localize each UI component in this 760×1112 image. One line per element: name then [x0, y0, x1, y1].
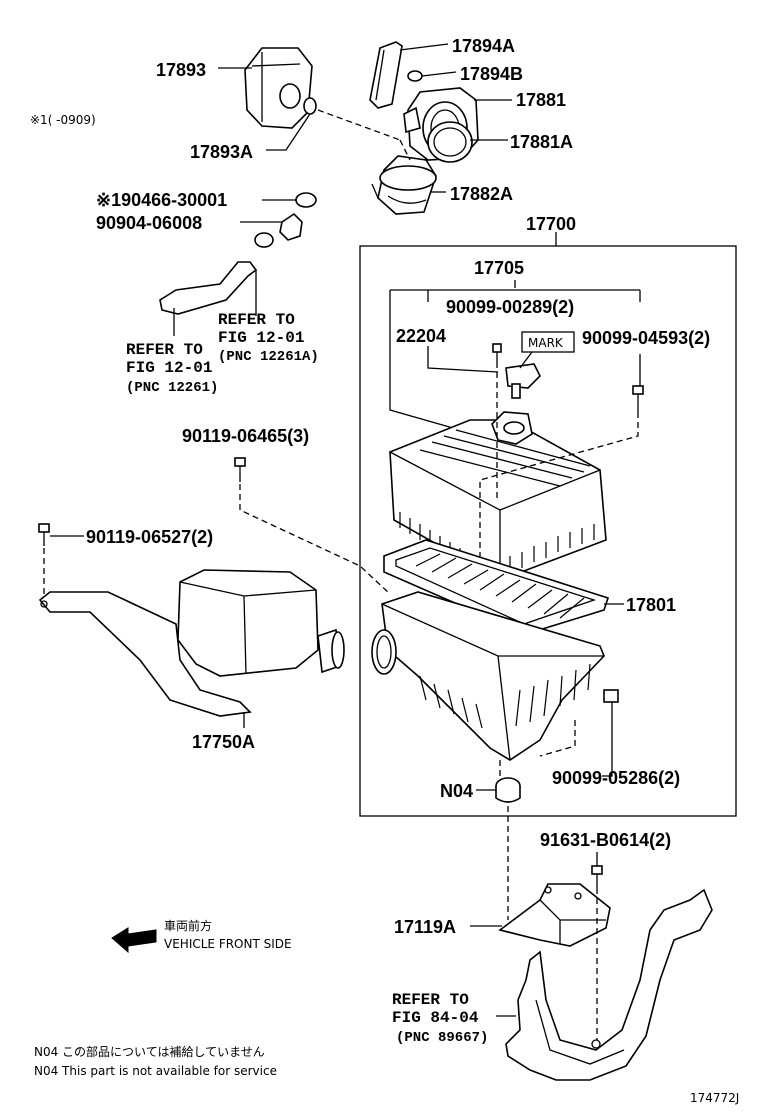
label-17881a: 17881A [510, 132, 573, 152]
ref2-line2: FIG 12-01 [218, 329, 304, 347]
ref3-line2: FIG 84-04 [392, 1009, 479, 1027]
vehicle-front-en: VEHICLE FRONT SIDE [164, 937, 292, 951]
assembly-frame-17700 [359, 245, 737, 817]
label-n04: N04 [440, 781, 473, 801]
air-filter-element-17801 [383, 539, 610, 635]
bolt-91631-b0614 [591, 865, 603, 888]
label-190466: ※190466-30001 [96, 190, 227, 210]
label-17801: 17801 [626, 595, 676, 615]
screw-90099-00289 [492, 343, 502, 362]
label-17705: 17705 [474, 258, 524, 278]
label-90099-04593: 90099-04593(2) [582, 328, 710, 348]
label-90904: 90904-06008 [96, 213, 202, 233]
bolt-90119-06527 [38, 523, 50, 546]
label-90099-00289: 90099-00289(2) [446, 297, 574, 317]
label-17882a: 17882A [450, 184, 513, 204]
label-90119-06465: 90119-06465(3) [182, 426, 309, 446]
ref1-line3: (PNC 12261) [126, 380, 218, 396]
figure-id: 174772J [690, 1091, 739, 1105]
ref2-line1: REFER TO [218, 311, 295, 329]
label-90099-05286: 90099-05286(2) [552, 768, 680, 788]
resonator-17893 [244, 47, 317, 129]
mark-box [521, 331, 575, 353]
screw-90099-04593 [632, 385, 644, 412]
ref3-line1: REFER TO [392, 991, 469, 1009]
ref2-line3: (PNC 12261A) [218, 349, 319, 365]
vehicle-front-arrow-icon [111, 927, 157, 954]
label-17893: 17893 [156, 60, 206, 80]
vehicle-front-jp: 車両前方 [164, 918, 212, 933]
label-91631: 91631-B0614(2) [540, 830, 671, 850]
ref1-line1: REFER TO [126, 341, 203, 359]
label-90119-06527: 90119-06527(2) [86, 527, 213, 547]
n04-note-jp: N04 この部品については補給していません [34, 1044, 265, 1059]
label-22204: 22204 [396, 326, 446, 346]
label-mark: MARK [528, 336, 564, 350]
air-cleaner-case [371, 591, 605, 761]
label-17750a: 17750A [192, 732, 255, 752]
hose-17882a [371, 155, 437, 215]
nut-90099-05286 [603, 689, 619, 703]
label-17894b: 17894B [460, 64, 523, 84]
duct-17894a [369, 41, 403, 109]
label-17893a: 17893A [190, 142, 253, 162]
air-inlet-17750a [38, 569, 345, 717]
label-17894a: 17894A [452, 36, 515, 56]
grommet-n04 [495, 777, 521, 803]
ref1-line2: FIG 12-01 [126, 359, 212, 377]
label-note-1: ※1( -0909) [30, 113, 96, 127]
fitting-90904 [254, 212, 303, 248]
bolt-90119-06465 [234, 457, 246, 482]
label-17700: 17700 [526, 214, 576, 234]
label-17881: 17881 [516, 90, 566, 110]
mass-air-flow-sensor-22204 [505, 363, 541, 399]
lower-support-bracket [505, 888, 713, 1081]
clamp-17894b [407, 70, 423, 82]
bracket-17119a [498, 883, 611, 947]
clamp-17881a [427, 121, 473, 163]
label-17119a: 17119A [394, 917, 456, 937]
n04-note-en: N04 This part is not available for servi… [34, 1064, 277, 1078]
ref3-line3: (PNC 89667) [396, 1030, 488, 1046]
clamp-190466 [295, 192, 317, 208]
vent-hose [159, 261, 258, 315]
